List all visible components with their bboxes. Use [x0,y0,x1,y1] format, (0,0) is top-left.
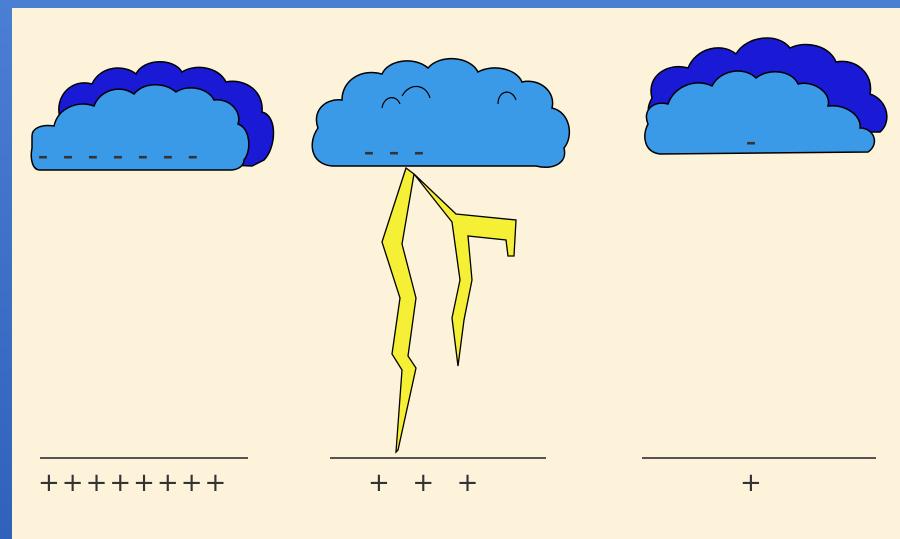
cloud-middle-charges: – – – [364,140,428,164]
cloud-middle-curl-3 [497,91,517,105]
ground-middle-charges: + + + [368,468,481,498]
cloud-middle [311,57,571,168]
cloud-right-charges: – [746,130,760,154]
cloud-right [644,37,888,155]
cloud-left [30,61,275,171]
diagram-panel: – – – – – – – – – – – ++++++++ + + + + [12,8,900,539]
diagram-svg [30,37,888,459]
ground-right-charges: + [740,468,764,498]
cloud-left-charges: – – – – – – – [38,144,202,168]
cloud-middle-body [311,57,571,168]
ground-left-charges: ++++++++ [38,468,229,498]
lightning-bolt-branch [413,173,517,367]
lightning-bolt-main [381,166,417,454]
cloud-middle-curl-1 [381,97,401,109]
lightning [381,166,517,454]
cloud-middle-curl-2 [401,85,431,99]
cloud-left-light [30,84,250,171]
cloud-right-light [644,70,876,155]
